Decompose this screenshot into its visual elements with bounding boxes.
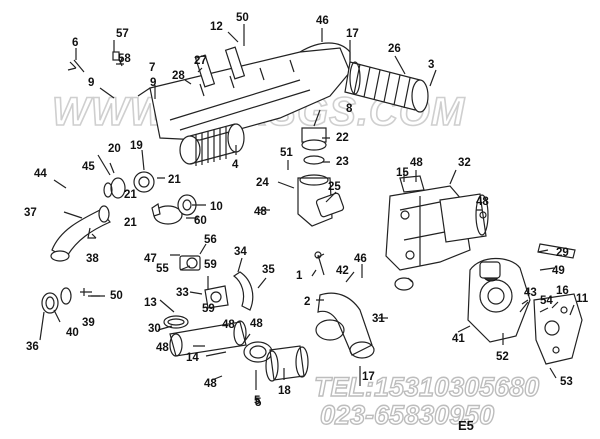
callout-label: 36 (26, 341, 39, 353)
callout-label: 50 (236, 12, 249, 24)
callout-label: 31 (372, 313, 385, 325)
callout-label: 10 (210, 201, 223, 213)
callout-label: 53 (560, 376, 573, 388)
callout-label: 55 (156, 263, 169, 275)
callout-label: 7 (149, 62, 155, 74)
callout-label: 32 (458, 157, 471, 169)
callout-label: 16 (556, 285, 569, 297)
callout-label: 44 (34, 168, 47, 180)
callout-label: 48 (156, 342, 169, 354)
callout-label: 5 (254, 395, 261, 407)
callout-label: 28 (172, 70, 185, 82)
callout-label: 35 (262, 264, 275, 276)
callout-label: 50 (110, 290, 123, 302)
callout-label: 37 (24, 207, 37, 219)
callout-label: 21 (168, 174, 181, 186)
callout-label: 12 (210, 21, 223, 33)
callout-label: 48 (250, 318, 263, 330)
callout-label: 11 (576, 293, 589, 305)
callout-label: 48 (204, 378, 217, 390)
callout-label: 48 (410, 157, 423, 169)
callout-label: 51 (280, 147, 293, 159)
callout-label: 40 (66, 327, 79, 339)
callout-label: 23 (336, 156, 349, 168)
callout-label: 18 (278, 385, 291, 397)
callout-label: 1 (296, 270, 303, 282)
callout-label: 34 (234, 246, 247, 258)
callout-label: 59 (204, 259, 217, 271)
callout-label: 2 (304, 296, 310, 308)
callout-label: 59 (202, 303, 215, 315)
callout-label: 43 (524, 287, 537, 299)
callout-label: 5 (255, 397, 262, 409)
contact-tel: TEL:15310305680 (314, 372, 539, 402)
callout-label: 15 (396, 167, 409, 179)
callout-label: 21 (124, 217, 137, 229)
callout-label: 19 (130, 140, 143, 152)
callout-label: 58 (118, 53, 131, 65)
callout-label: 13 (144, 297, 157, 309)
callout-label: 48 (222, 319, 235, 331)
diagram-artwork (39, 24, 583, 390)
callout-label: 47 (144, 253, 157, 265)
callout-label: 56 (204, 234, 217, 246)
contact-phone: 023-65830950 (320, 400, 494, 430)
callout-label: 33 (176, 287, 189, 299)
callout-label: 24 (256, 177, 269, 189)
callout-label: 17 (362, 371, 375, 383)
callout-label: 9 (150, 77, 156, 89)
callout-label: 41 (452, 333, 465, 345)
callout-label: 3 (428, 59, 434, 71)
callout-label: 38 (86, 253, 99, 265)
callout-label: 48 (476, 196, 489, 208)
callout-label: 17 (346, 28, 359, 40)
callout-label: 48 (254, 206, 267, 218)
callout-label: 45 (82, 161, 95, 173)
callout-label: 60 (194, 215, 207, 227)
callout-label: 54 (540, 295, 553, 307)
callout-label: 52 (496, 351, 509, 363)
callout-label: 46 (354, 253, 367, 265)
callout-label: 4 (232, 159, 239, 171)
page-reference: E5 (458, 418, 474, 433)
callout-label: 42 (336, 265, 349, 277)
callout-label: 49 (552, 265, 565, 277)
callout-label: 8 (346, 103, 353, 115)
callout-label: 29 (556, 247, 569, 259)
callout-label: 14 (186, 352, 199, 364)
callout-label: 25 (328, 181, 341, 193)
callout-label: 22 (336, 132, 349, 144)
callout-label: 20 (108, 143, 121, 155)
callout-label: 46 (316, 15, 329, 27)
callout-labels: 6 57 58 12 50 46 17 26 3 9 7 9 27 28 8 2… (24, 12, 589, 409)
callout-label: 21 (124, 189, 137, 201)
callout-label: 6 (72, 37, 78, 49)
callout-label: 57 (116, 28, 129, 40)
callout-label: 27 (194, 55, 207, 67)
callout-label: 9 (88, 77, 94, 89)
callout-label: 26 (388, 43, 401, 55)
callout-label: 39 (82, 317, 95, 329)
callout-label: 30 (148, 323, 161, 335)
